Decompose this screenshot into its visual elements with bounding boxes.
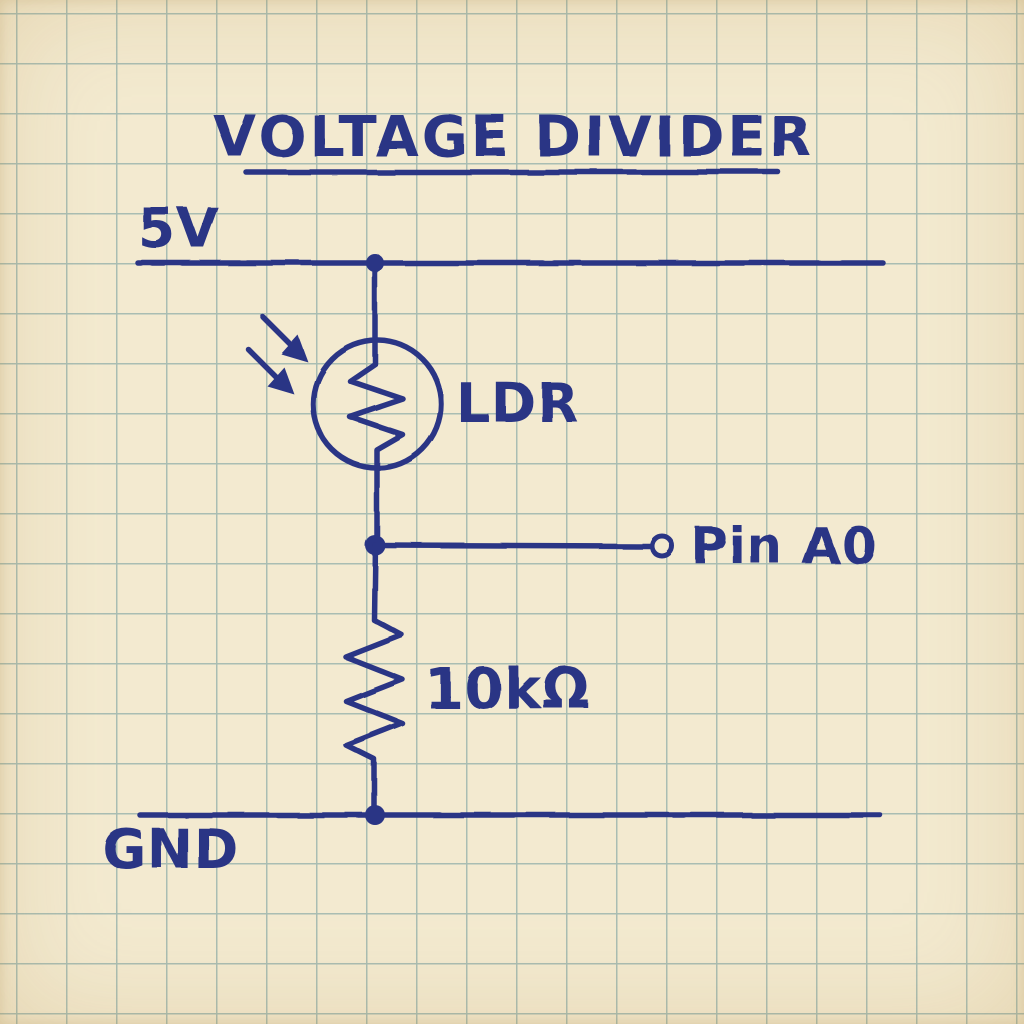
- pin-terminal-circle: [649, 533, 675, 559]
- ldr-symbol-circle: [310, 337, 444, 471]
- output-wire: [372, 542, 653, 549]
- ground-rail-label: GND: [102, 818, 239, 881]
- junction-dot-ground: [365, 805, 385, 825]
- diagram-title: VOLTAGE DIVIDER: [213, 105, 815, 170]
- light-arrow-icon: [260, 314, 308, 362]
- pin-label: Pin A0: [691, 517, 877, 575]
- light-arrow-icon: [245, 346, 294, 394]
- resistor-zigzag: [343, 542, 405, 818]
- resistor-value-label: 10kΩ: [424, 657, 591, 722]
- ldr-wire-and-zigzag: [347, 260, 406, 548]
- supply-rail-label: 5V: [138, 197, 219, 260]
- ldr-label: LDR: [456, 372, 580, 435]
